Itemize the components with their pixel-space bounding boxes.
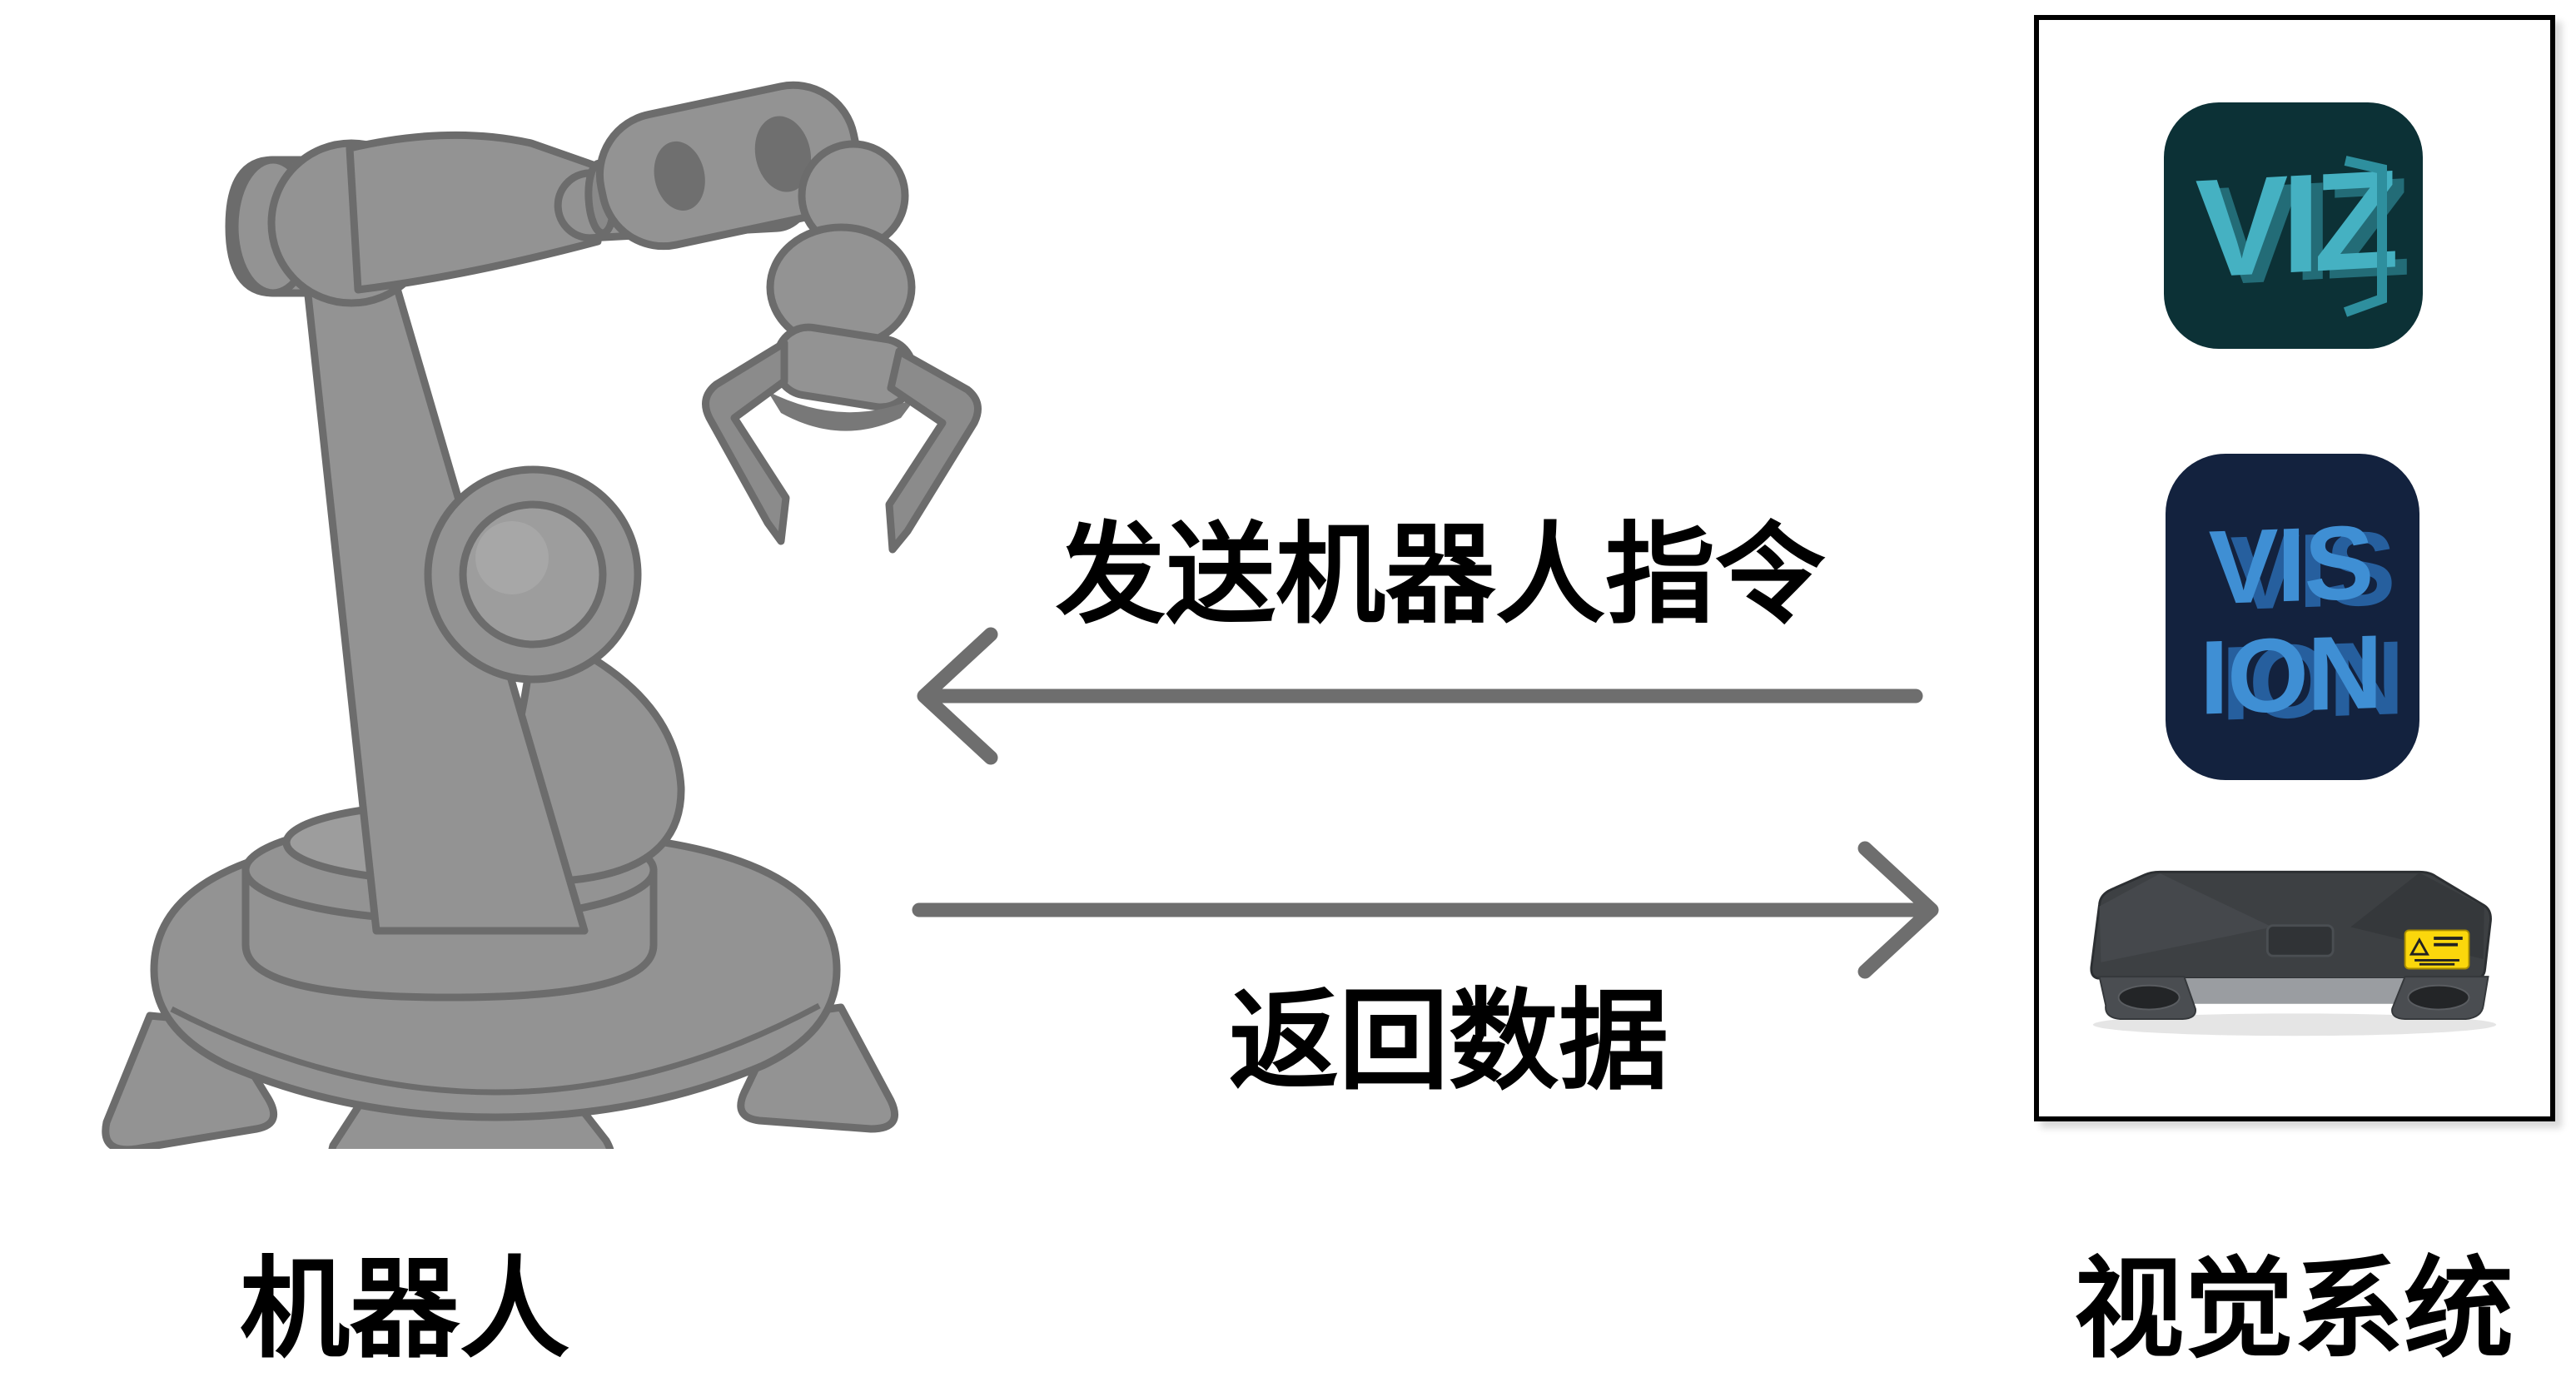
vision-system-label: 视觉系统 [2074,1248,2514,1370]
robot-wrist [595,81,861,251]
robot-gripper-shadow [768,391,916,431]
robot-gripper-claws [702,339,982,554]
camera-facet-left [2099,873,2273,962]
robot-label: 机器人 [240,1248,569,1370]
send-command-arrow [917,627,1923,765]
robot-elbow-joint [424,465,642,684]
send-command-label: 发送机器人指令 [1056,514,1825,636]
return-data-label: 返回数据 [1229,980,1668,1102]
camera-lens-right-icon [2407,984,2470,1011]
robot-upper-arm [346,131,602,294]
vision-logo-line1: VIS [2208,503,2372,626]
camera-center-slot [2265,924,2335,957]
vision-system-panel: VIZ VIZ VIS VIS ION ION [2034,15,2555,1121]
viz-logo-frame [2343,156,2387,317]
viz-logo-depth: VIZ [2206,148,2407,315]
camera-shadow [2092,1013,2497,1037]
robot-arm-illustration [102,81,982,1149]
vision-logo-line2: ION [2200,613,2381,737]
camera-3d-scanner [2090,870,2497,1037]
vision-logo-line1-depth: VIS [2230,509,2394,632]
robot-ball-joints [766,140,916,351]
vision-app-icon: VIS VIS ION ION [2166,454,2419,780]
camera-lens-left-icon [2117,984,2181,1011]
warning-label-icon [2404,929,2470,970]
camera-base-band [2181,978,2409,1004]
camera-lens-pods [2098,976,2489,1021]
return-data-arrow [912,841,1939,979]
viz-app-icon: VIZ VIZ [2164,102,2423,349]
arrow-right-head-icon [1857,841,1939,979]
vision-logo-line2-depth: ION [2221,619,2403,743]
